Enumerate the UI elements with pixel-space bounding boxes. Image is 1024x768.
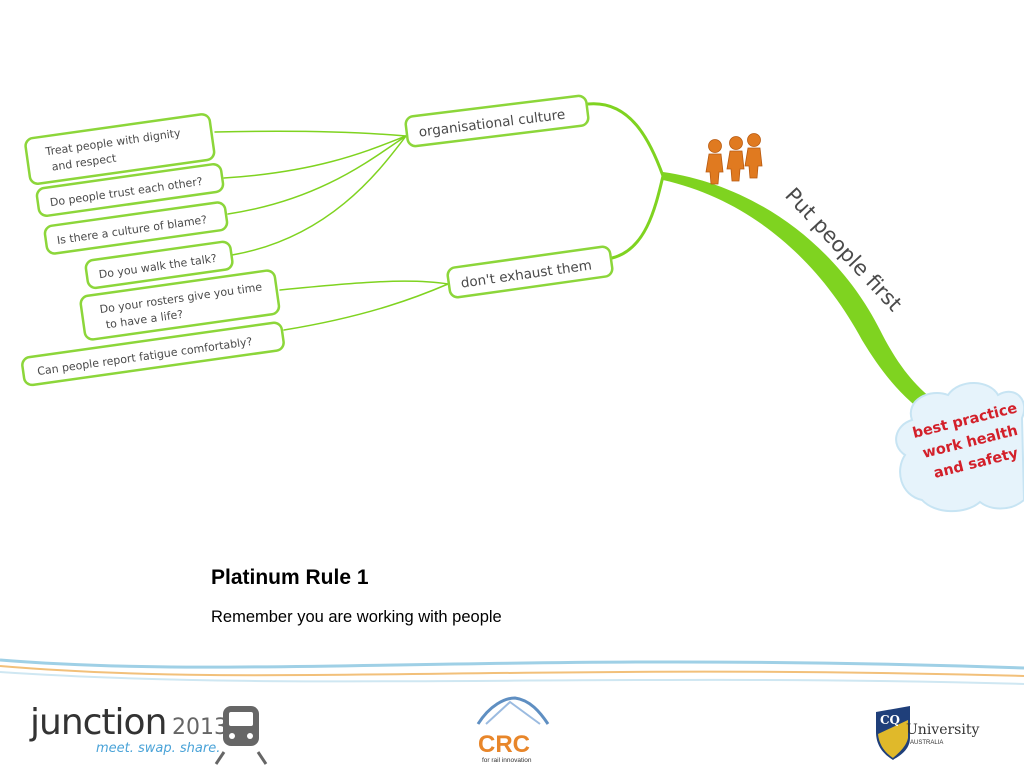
footer-swooshes	[0, 658, 1024, 685]
branch-node-organisational-culture[interactable]: organisational culture	[404, 94, 590, 148]
junction-logo-tagline: meet. swap. share.	[96, 741, 220, 756]
crc-roof-icon	[476, 696, 550, 725]
slide-title: Platinum Rule 1	[211, 566, 369, 589]
people-figures-icon	[705, 133, 763, 185]
connector-trust	[223, 135, 407, 179]
connector-fatigue	[283, 283, 449, 331]
train-icon	[214, 706, 268, 765]
cqu-logo-sub: AUSTRALIA	[910, 740, 943, 746]
node-treat-dignity[interactable]: Treat people with dignity and respect	[24, 113, 216, 185]
cqu-logo-word: University	[906, 722, 979, 738]
connector-exhaust-to-hub	[610, 174, 665, 260]
junction-logo-word: junction	[29, 702, 166, 743]
junction-logo-year: 2013	[172, 715, 228, 740]
crc-logo-tagline: for rail innovation	[482, 757, 532, 764]
cloud-shape: best practice work health and safety	[895, 382, 1024, 513]
connector-rosters	[279, 280, 449, 291]
node-trust-each-other[interactable]: Do people trust each other?	[35, 162, 225, 218]
cqu-logo: CQ University AUSTRALIA	[876, 706, 979, 760]
crc-logo-word: CRC	[478, 731, 530, 758]
connector-blame	[227, 135, 407, 215]
slide-subtitle: Remember you are working with people	[211, 608, 502, 626]
connector-walk-talk	[231, 135, 407, 256]
junction-logo: junction 2013 meet. swap. share.	[29, 702, 268, 765]
crc-logo: CRC for rail innovation	[476, 696, 550, 764]
branch-node-dont-exhaust-them[interactable]: don't exhaust them	[446, 245, 614, 299]
cqu-logo-mark: CQ	[880, 713, 900, 727]
connector-dignity	[214, 130, 407, 137]
central-branch	[663, 172, 945, 420]
connector-culture-to-hub	[586, 102, 665, 178]
